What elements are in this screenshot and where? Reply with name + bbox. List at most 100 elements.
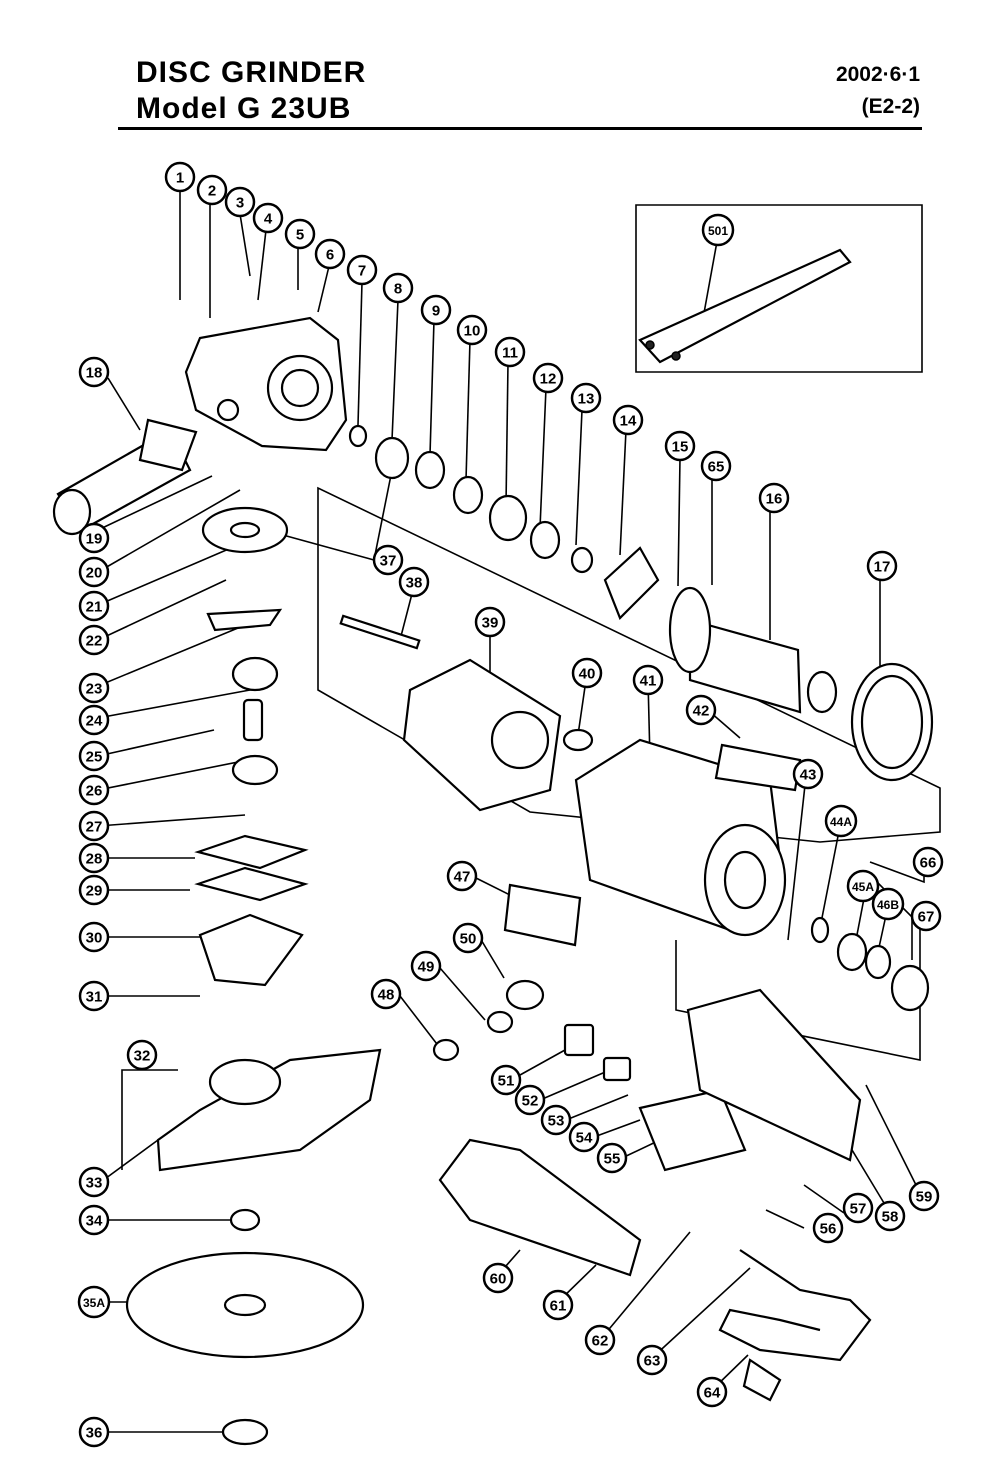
part-callout-11: 11: [494, 336, 526, 368]
callout-circle: [78, 672, 110, 704]
part-number: 7: [358, 263, 366, 280]
part-number: 21: [86, 599, 103, 616]
part-callout-5: 5: [284, 218, 316, 250]
part-number: 22: [86, 633, 103, 650]
part-number: 49: [418, 959, 435, 976]
part-number: 42: [693, 703, 710, 720]
part-callout-38: 38: [398, 566, 430, 598]
part-callout-43: 43: [792, 758, 824, 790]
part-number: 46B: [877, 898, 899, 912]
part-callout-54: 54: [568, 1121, 600, 1153]
part-callouts: 1234567891011121314151617181920212223242…: [77, 161, 944, 1448]
part-callout-21: 21: [78, 590, 110, 622]
stator-shape: [402, 658, 562, 812]
callout-circle: [685, 694, 717, 726]
callout-circle: [758, 482, 790, 514]
part-callout-59: 59: [908, 1180, 940, 1212]
part-number: 64: [704, 1385, 721, 1402]
part-number: 31: [86, 989, 103, 1006]
part-callout-6: 6: [314, 238, 346, 270]
callout-circle: [78, 810, 110, 842]
handle-cover-shape: [686, 988, 862, 1162]
part-number: 53: [548, 1113, 565, 1130]
wrench-shape: [638, 248, 852, 364]
part-number: 18: [86, 365, 103, 382]
callout-circle: [78, 740, 110, 772]
part-number: 57: [850, 1201, 867, 1218]
callout-circle: [78, 556, 110, 588]
wheel-guard-shape: [156, 1048, 382, 1172]
callout-circle: [912, 846, 944, 878]
part-callout-34: 34: [78, 1204, 110, 1236]
callout-circle: [78, 1204, 110, 1236]
part-number: 12: [540, 371, 557, 388]
callout-circle: [846, 869, 880, 903]
part-callout-61: 61: [542, 1289, 574, 1321]
part-number: 60: [490, 1271, 507, 1288]
part-callout-3: 3: [224, 186, 256, 218]
part-callout-41: 41: [632, 664, 664, 696]
part-number: 44A: [830, 815, 852, 829]
callout-circle: [584, 1324, 616, 1356]
part-number: 1: [176, 170, 184, 187]
part-number: 43: [800, 767, 817, 784]
part-number: 10: [464, 323, 481, 340]
callout-circle: [78, 624, 110, 656]
part-callout-49: 49: [410, 950, 442, 982]
part-callout-35a: 35A: [77, 1285, 111, 1319]
part-callout-36: 36: [78, 1416, 110, 1448]
callout-circle: [571, 657, 603, 689]
callout-circle: [701, 213, 735, 247]
part-callout-46b: 46B: [871, 887, 905, 921]
part-number: 2: [208, 183, 216, 200]
part-callout-47: 47: [446, 860, 478, 892]
part-number: 501: [708, 224, 728, 238]
callout-circle: [612, 404, 644, 436]
part-callout-52: 52: [514, 1084, 546, 1116]
callout-circle: [126, 1039, 158, 1071]
part-callout-31: 31: [78, 980, 110, 1012]
part-callout-19: 19: [78, 522, 110, 554]
part-number: 34: [86, 1213, 103, 1230]
part-number: 52: [522, 1093, 539, 1110]
part-number: 67: [918, 909, 935, 926]
callout-circle: [824, 804, 858, 838]
part-callout-42: 42: [685, 694, 717, 726]
callout-circle: [866, 550, 898, 582]
part-number: 24: [86, 713, 103, 730]
model-label: Model G 23UB: [136, 92, 352, 125]
part-number: 6: [326, 247, 334, 264]
part-number: 9: [432, 303, 440, 320]
callout-circle: [812, 1212, 844, 1244]
part-callout-2: 2: [196, 174, 228, 206]
part-number: 63: [644, 1353, 661, 1370]
part-number: 25: [86, 749, 103, 766]
part-number: 20: [86, 565, 103, 582]
part-callout-29: 29: [78, 874, 110, 906]
cord-shape: [718, 1249, 872, 1362]
part-number: 33: [86, 1175, 103, 1192]
part-number: 58: [882, 1209, 899, 1226]
part-number: 40: [579, 666, 596, 683]
callout-circle: [224, 186, 256, 218]
diagram-title: DISC GRINDER: [136, 56, 367, 89]
part-number: 38: [406, 575, 423, 592]
callout-circle: [456, 314, 488, 346]
part-number: 17: [874, 559, 891, 576]
part-callout-56: 56: [812, 1212, 844, 1244]
callout-circle: [420, 294, 452, 326]
part-number: 41: [640, 673, 657, 690]
part-callout-60: 60: [482, 1262, 514, 1294]
part-callout-26: 26: [78, 774, 110, 806]
callout-circle: [474, 606, 506, 638]
part-callout-8: 8: [382, 272, 414, 304]
callout-circle: [446, 860, 478, 892]
part-callout-45a: 45A: [846, 869, 880, 903]
part-number: 65: [708, 459, 725, 476]
part-number: 32: [134, 1048, 151, 1065]
callout-circle: [78, 874, 110, 906]
accessory-frame: [635, 204, 923, 373]
part-callout-7: 7: [346, 254, 378, 286]
part-callout-33: 33: [78, 1166, 110, 1198]
callout-circle: [568, 1121, 600, 1153]
